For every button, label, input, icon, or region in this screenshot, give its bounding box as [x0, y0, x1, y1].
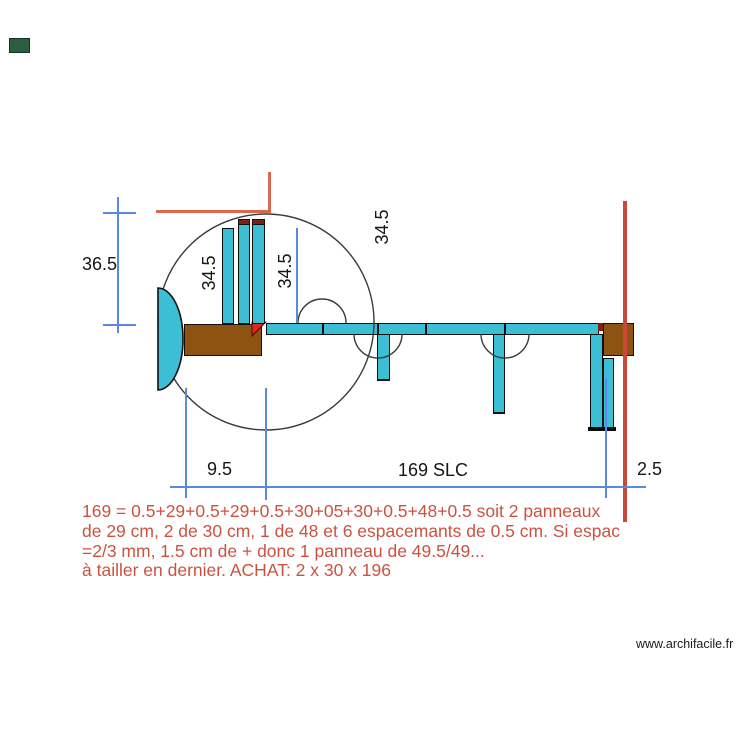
vertical-panel-2: [238, 221, 250, 324]
half-ellipse-end: [157, 287, 184, 391]
wood-block-right: [603, 323, 634, 356]
dim-label-36-5: 36.5: [82, 254, 118, 274]
dim-label-34-5-b: 34.5: [275, 253, 295, 289]
notes-line-4: à tailler en dernier. ACHAT: 2 x 30 x 19…: [82, 560, 392, 581]
notes-line-3: =2/3 mm, 1.5 cm de + donc 1 panneau de 4…: [82, 540, 485, 561]
wall-corner-horizontal-line: [156, 210, 271, 213]
dim-label-34-5-c: 34.5: [372, 209, 392, 245]
notes-line-2: de 29 cm, 2 de 30 cm, 1 de 48 et 6 espac…: [82, 520, 620, 541]
vertical-panel-1: [222, 228, 234, 324]
dim-label-2-5: 2.5: [637, 459, 663, 479]
dimension-line-bottom-right: [605, 378, 607, 498]
panel-joint: [425, 324, 427, 334]
panel-joint: [377, 324, 379, 334]
dimension-line-midheight: [296, 228, 298, 323]
dim-label-169-slc: 169 SLC: [398, 460, 469, 480]
door-arc-down-2: [480, 333, 530, 359]
dimension-line-bottom-horizontal: [170, 486, 646, 488]
panel-joint: [504, 324, 506, 334]
wood-block-left: [184, 324, 262, 356]
dim-label-9-5: 9.5: [207, 459, 233, 479]
panel-cap-3: [252, 219, 265, 225]
panel-cap-2: [238, 219, 250, 225]
dimension-tick-bottom: [103, 324, 136, 326]
dimension-line-bottom-1: [185, 388, 187, 498]
post-bottom-cap: [588, 427, 616, 431]
website-label: www.archifacile.fr: [636, 637, 734, 651]
wall-vertical-line-right: [623, 201, 627, 522]
notes-line-1: 169 = 0.5+29+0.5+29+0.5+30+05+30+0.5+48+…: [82, 501, 601, 521]
red-corner-triangle: [251, 321, 267, 337]
end-spacer: [598, 323, 603, 331]
vertical-panel-3: [252, 221, 265, 324]
dimension-tick-top: [103, 212, 136, 214]
door-arc-up: [297, 298, 347, 324]
panel-post-2: [493, 334, 505, 414]
corner-marker: [9, 38, 30, 53]
dimension-line-bottom-2: [265, 388, 267, 500]
notes-block: 169 = 0.5+29+0.5+29+0.5+30+05+30+0.5+48+…: [82, 501, 620, 581]
dimension-line-left-vertical: [117, 197, 119, 333]
horizontal-panel-bar: [266, 323, 599, 335]
panel-joint: [322, 324, 324, 334]
door-arc-down-1: [353, 333, 403, 359]
dim-label-34-5-a: 34.5: [199, 255, 219, 291]
wall-corner-vertical-line: [268, 172, 271, 213]
